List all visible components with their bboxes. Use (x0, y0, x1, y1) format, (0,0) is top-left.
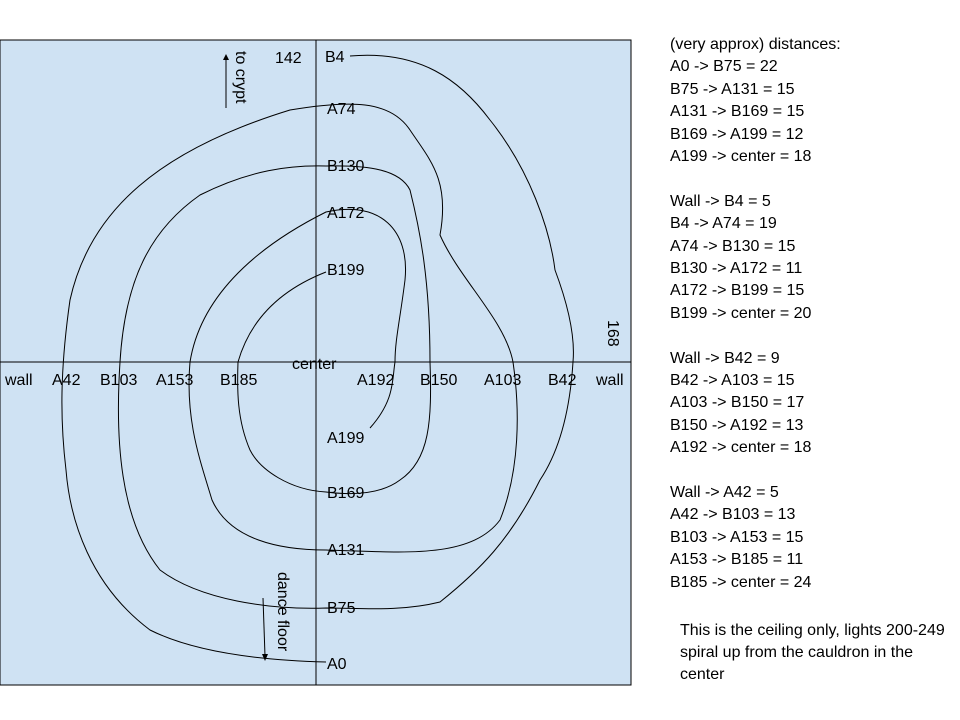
center-label: center (292, 356, 337, 373)
distance-line: A103 -> B150 = 17 (670, 394, 805, 412)
distance-line: A42 -> B103 = 13 (670, 506, 796, 524)
light-label-b150: B150 (420, 372, 457, 389)
distance-line: Wall -> B4 = 5 (670, 192, 771, 210)
distance-line: A0 -> B75 = 22 (670, 58, 778, 76)
light-label-a74: A74 (327, 101, 356, 118)
distance-group-left: Wall -> A42 = 5 A42 -> B103 = 13 B103 ->… (670, 482, 955, 594)
light-label-b103: B103 (100, 372, 137, 389)
distance-line: A74 -> B130 = 15 (670, 237, 796, 255)
to-crypt-label: to crypt (232, 51, 249, 104)
light-label-b130: B130 (327, 158, 364, 175)
light-label-a42: A42 (52, 372, 81, 389)
light-label-b42: B42 (548, 372, 577, 389)
distance-group-a-spiral: (very approx) distances: A0 -> B75 = 22 … (670, 34, 955, 168)
top-number-label: 142 (275, 50, 302, 67)
distance-notes: (very approx) distances: A0 -> B75 = 22 … (670, 34, 955, 617)
distance-line: B103 -> A153 = 15 (670, 528, 804, 546)
light-label-a192: A192 (357, 372, 394, 389)
distance-line: B150 -> A192 = 13 (670, 416, 804, 434)
distance-line: B4 -> A74 = 19 (670, 215, 777, 233)
distance-line: Wall -> A42 = 5 (670, 484, 779, 502)
distance-line: A131 -> B169 = 15 (670, 103, 805, 121)
left-labels: wall A42 B103 A153 B185 (4, 372, 257, 389)
light-label-b185: B185 (220, 372, 257, 389)
spiral-b (117, 54, 574, 610)
dance-floor-arrowhead-icon (262, 654, 268, 661)
light-label-a172: A172 (327, 205, 364, 222)
light-label-a131: A131 (327, 542, 364, 559)
top-labels: B4 A74 B130 A172 B199 (325, 49, 364, 279)
distance-line: B185 -> center = 24 (670, 573, 812, 591)
notes-heading: (very approx) distances: (670, 36, 841, 53)
to-crypt-annotation: to crypt (223, 51, 249, 108)
distance-line: A172 -> B199 = 15 (670, 282, 805, 300)
distance-line: Wall -> B42 = 9 (670, 349, 780, 367)
right-wall-label: wall (595, 372, 624, 389)
distance-line: B130 -> A172 = 11 (670, 260, 803, 278)
light-label-b75: B75 (327, 600, 356, 617)
distance-line: B199 -> center = 20 (670, 304, 812, 322)
to-crypt-arrowhead-icon (223, 54, 229, 60)
bottom-labels: A199 B169 A131 B75 A0 (327, 430, 364, 673)
light-label-b4: B4 (325, 49, 345, 66)
dance-floor-arrow-icon (262, 597, 266, 657)
dance-floor-label: dance floor (274, 572, 291, 652)
right-labels: A192 B150 A103 B42 wall (357, 372, 624, 389)
light-label-a0: A0 (327, 656, 347, 673)
distance-line: B42 -> A103 = 15 (670, 372, 795, 390)
ceiling-footnote: This is the ceiling only, lights 200-249… (680, 622, 945, 683)
light-label-b169: B169 (327, 485, 364, 502)
distance-group-right: Wall -> B42 = 9 B42 -> A103 = 15 A103 ->… (670, 348, 955, 460)
dance-floor-annotation: dance floor (262, 572, 291, 661)
left-wall-label: wall (4, 372, 33, 389)
distance-line: A192 -> center = 18 (670, 439, 812, 457)
light-label-b199: B199 (327, 262, 364, 279)
right-number-label: 168 (604, 320, 621, 347)
distance-line: B75 -> A131 = 15 (670, 80, 795, 98)
light-label-a103: A103 (484, 372, 521, 389)
spiral-a (61, 103, 518, 663)
light-label-a199: A199 (327, 430, 364, 447)
light-label-a153: A153 (156, 372, 193, 389)
distance-line: B169 -> A199 = 12 (670, 125, 804, 143)
distance-line: A153 -> B185 = 11 (670, 551, 804, 569)
distance-line: A199 -> center = 18 (670, 148, 812, 166)
distance-group-top: Wall -> B4 = 5 B4 -> A74 = 19 A74 -> B13… (670, 191, 955, 325)
